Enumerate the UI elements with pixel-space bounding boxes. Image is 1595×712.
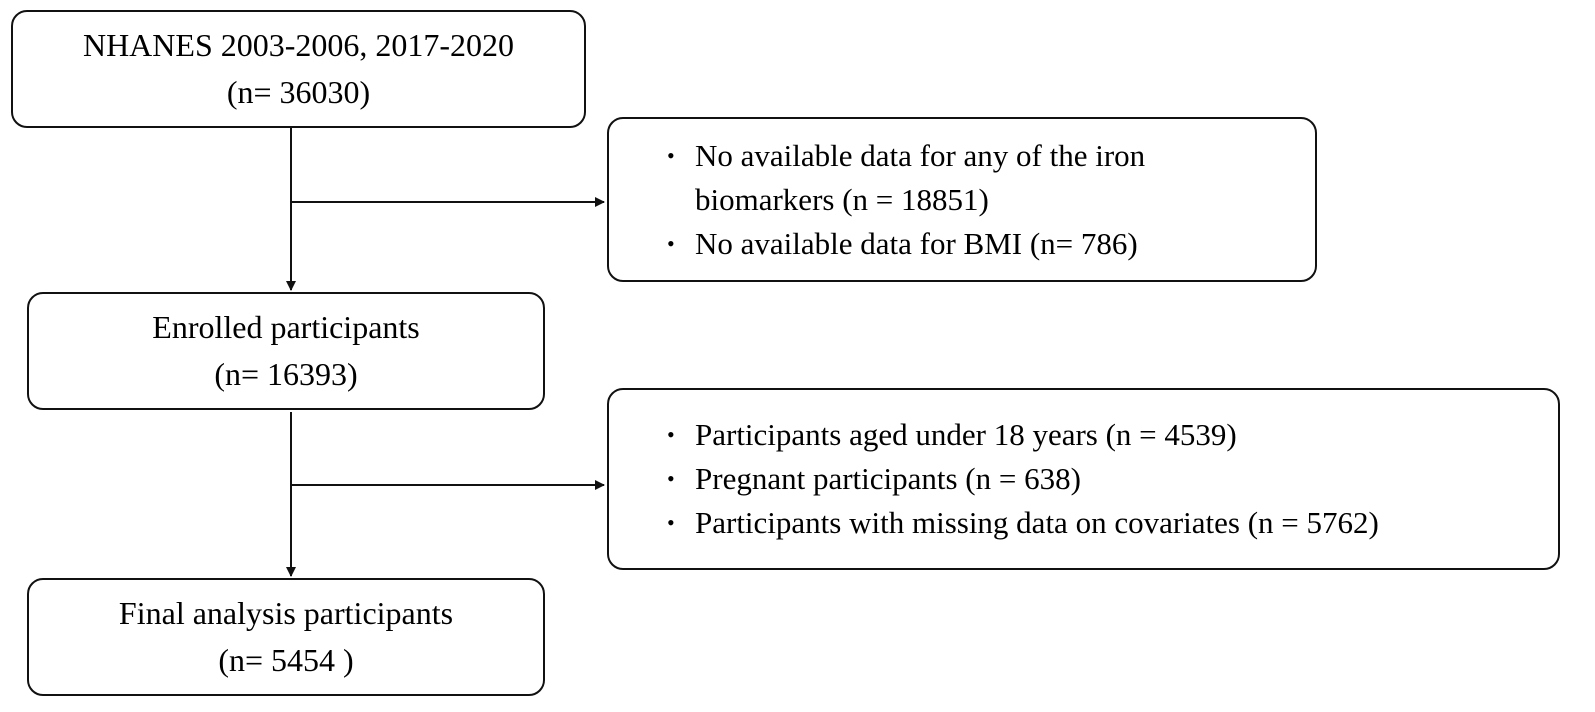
bullet-icon: • — [667, 466, 675, 491]
box-nhanes-count: (n= 36030) — [226, 74, 371, 110]
exclusion-item: • No available data for BMI (n= 786) — [659, 222, 1315, 266]
exclusion-item-text-cont: biomarkers (n = 18851) — [695, 181, 989, 217]
box-nhanes-cohort: NHANES 2003-2006, 2017-2020 (n= 36030) — [11, 10, 586, 128]
box-enrolled-count: (n= 16393) — [214, 356, 358, 392]
exclusion-list-2: • Participants aged under 18 years (n = … — [659, 413, 1558, 545]
bullet-icon: • — [667, 230, 675, 256]
bullet-icon: • — [667, 510, 675, 535]
box-enrolled-title: Enrolled participants — [152, 309, 420, 345]
exclusion-list-1: • No available data for any of the iron … — [659, 134, 1315, 266]
exclusion-item-text: No available data for BMI (n= 786) — [695, 225, 1138, 261]
exclusion-item: • Participants with missing data on cova… — [659, 501, 1558, 545]
exclusion-item: • No available data for any of the iron … — [659, 134, 1315, 222]
box-nhanes-title: NHANES 2003-2006, 2017-2020 — [82, 27, 515, 63]
exclusion-item: • Participants aged under 18 years (n = … — [659, 413, 1558, 457]
box-final-title: Final analysis participants — [118, 595, 454, 631]
exclusion-item: • Pregnant participants (n = 638) — [659, 457, 1558, 501]
bullet-icon: • — [667, 142, 675, 168]
exclusion-item-text: No available data for any of the iron — [695, 137, 1146, 173]
box-final-analysis: Final analysis participants (n= 5454 ) — [27, 578, 545, 696]
exclusion-item-text: Participants with missing data on covari… — [695, 505, 1379, 540]
exclusion-box-1: • No available data for any of the iron … — [607, 117, 1317, 282]
exclusion-box-2: • Participants aged under 18 years (n = … — [607, 388, 1560, 570]
exclusion-item-text: Participants aged under 18 years (n = 45… — [695, 417, 1237, 452]
exclusion-item-text: Pregnant participants (n = 638) — [695, 461, 1081, 496]
box-final-count: (n= 5454 ) — [218, 642, 354, 678]
box-enrolled: Enrolled participants (n= 16393) — [27, 292, 545, 410]
bullet-icon: • — [667, 422, 675, 447]
